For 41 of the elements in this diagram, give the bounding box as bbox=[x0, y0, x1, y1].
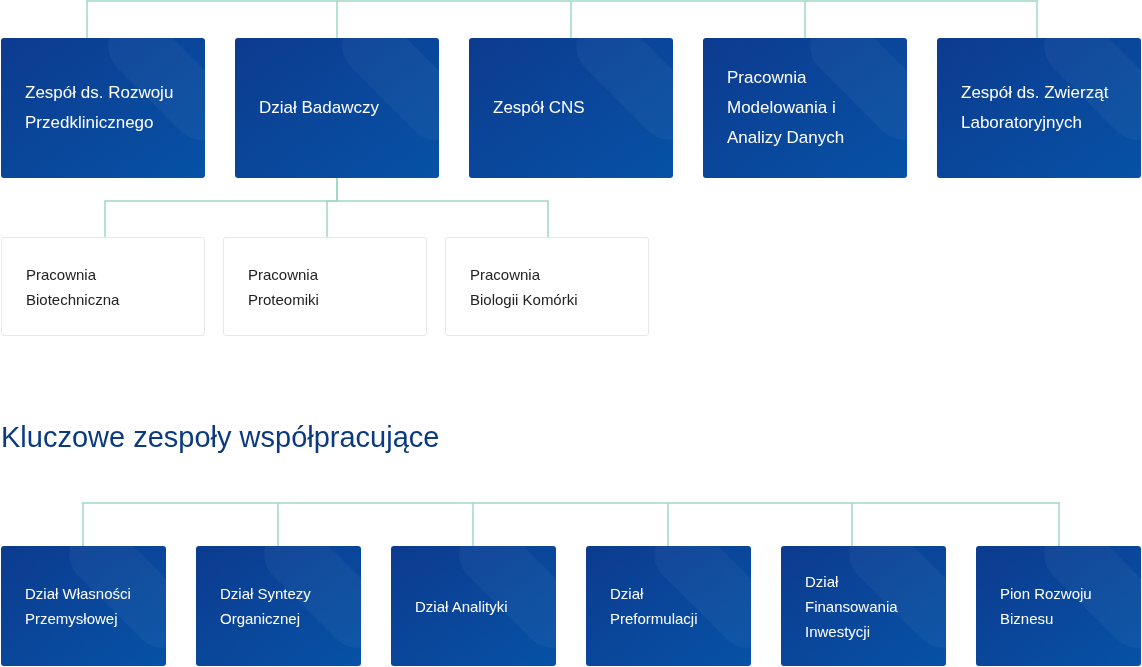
team-box bbox=[1, 546, 166, 666]
node-text: Dział Preformulacji bbox=[610, 584, 699, 629]
connector-line bbox=[472, 502, 474, 547]
connector-line bbox=[336, 177, 549, 238]
team-box bbox=[1, 38, 205, 178]
connector-line bbox=[667, 502, 669, 547]
connector-line bbox=[851, 502, 853, 547]
team-box bbox=[976, 546, 1141, 666]
team-box bbox=[235, 38, 439, 178]
node-text: Pracownia Modelowania i Analizy Danych bbox=[727, 67, 846, 149]
node-text: Dział Finansowania Inwestycji bbox=[805, 571, 899, 642]
node-text: Dział Badawczy bbox=[259, 97, 379, 119]
lab-box bbox=[223, 237, 427, 336]
node-text: Dział Analityki bbox=[415, 596, 508, 617]
connector-line bbox=[1036, 0, 1038, 39]
node-text: Zespół ds. Zwierząt Laboratoryjnych bbox=[961, 82, 1110, 134]
node-text: Zespół CNS bbox=[493, 97, 585, 119]
connector-line bbox=[86, 0, 88, 39]
node-text: Pracownia Biotechniczna bbox=[26, 264, 121, 310]
node-text: Dział Syntezy Organicznej bbox=[220, 584, 312, 629]
team-box bbox=[469, 38, 673, 178]
connector-line bbox=[804, 0, 806, 39]
team-box bbox=[937, 38, 1141, 178]
team-box bbox=[586, 546, 751, 666]
team-box bbox=[391, 546, 556, 666]
section-heading: Kluczowe zespoły współpracujące bbox=[1, 420, 440, 455]
connector-line bbox=[277, 502, 279, 547]
team-box bbox=[196, 546, 361, 666]
node-text: Zespół ds. Rozwoju Przedklinicznego bbox=[25, 82, 175, 134]
connector-line bbox=[82, 502, 84, 547]
node-text: Pracownia Proteomiki bbox=[248, 264, 320, 310]
connector-line bbox=[1058, 502, 1060, 547]
node-text: Pion Rozwoju Biznesu bbox=[1000, 584, 1093, 629]
team-box bbox=[703, 38, 907, 178]
team-box bbox=[781, 546, 946, 666]
node-text: Pracownia Biologii Komórki bbox=[470, 264, 579, 310]
lab-box bbox=[1, 237, 205, 336]
node-text: Dział Własności Przemysłowej bbox=[25, 584, 132, 629]
lab-box bbox=[445, 237, 649, 336]
connector-line bbox=[336, 0, 338, 39]
connector-line bbox=[570, 0, 572, 39]
